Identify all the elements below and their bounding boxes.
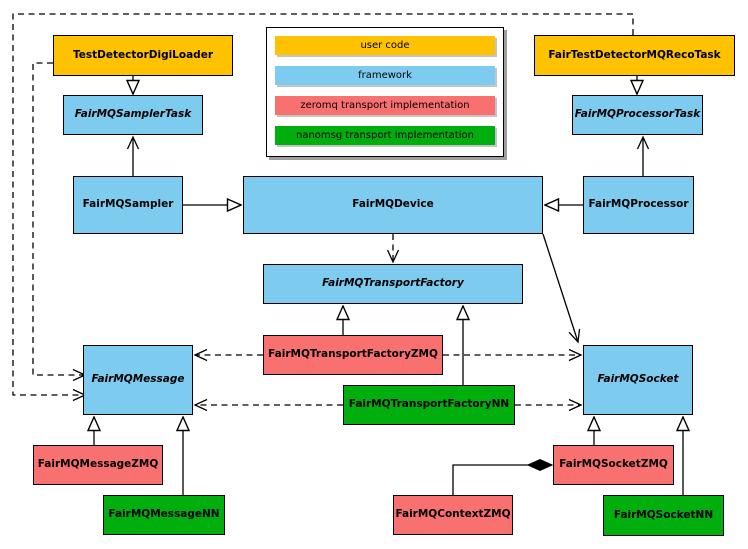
node-fairmqmessagezmq: FairMQMessageZMQ (33, 445, 163, 485)
node-fairmqtransportfactorynn: FairMQTransportFactoryNN (343, 385, 515, 425)
node-fairmqsampler: FairMQSampler (73, 176, 183, 234)
edge-contextzmq-to-socketzmq (452, 465, 552, 495)
legend-item-nanomsg: nanomsg transport implementation (275, 126, 495, 145)
edge-device-to-socket (542, 233, 581, 344)
node-fairmqmessagenn: FairMQMessageNN (103, 495, 225, 535)
node-fairmqprocessor: FairMQProcessor (583, 176, 694, 234)
node-fairmqprocessortask: FairMQProcessorTask (572, 95, 703, 135)
node-fairmqmessage: FairMQMessage (83, 345, 193, 415)
legend-item-zeromq: zeromq transport implementation (275, 96, 495, 115)
legend-item-user-code: user code (275, 36, 495, 55)
node-fairmqtransportfactory: FairMQTransportFactory (263, 264, 523, 304)
edge-ftdmqrt-to-message (12, 13, 634, 402)
node-fairmqsamplertask: FairMQSamplerTask (63, 95, 203, 135)
node-fairmqsocketnn: FairMQSocketNN (603, 495, 724, 536)
legend-item-framework: framework (275, 66, 495, 85)
legend-box: user code framework zeromq transport imp… (266, 27, 504, 157)
node-fairtestdetectormqrecotask: FairTestDetectorMQRecoTask (534, 35, 735, 76)
edge-tddl-to-message (32, 62, 87, 382)
node-fairmqsocketzmq: FairMQSocketZMQ (553, 445, 674, 485)
node-fairmqtransportfactoryzmq: FairMQTransportFactoryZMQ (263, 335, 443, 375)
node-fairmqdevice: FairMQDevice (243, 176, 543, 234)
node-testdetectordigiloader: TestDetectorDigiLoader (53, 35, 233, 76)
node-fairmqsocket: FairMQSocket (583, 345, 693, 415)
node-fairmqcontextzmq: FairMQContextZMQ (393, 495, 513, 535)
